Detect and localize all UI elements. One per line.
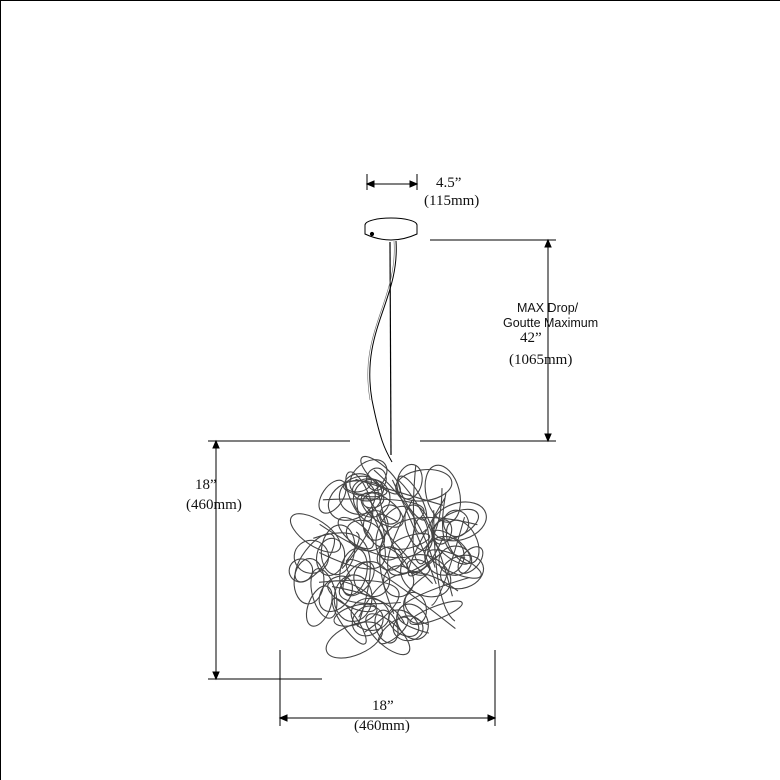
glass-strand [355,478,444,506]
glass-loop-ball [288,455,487,659]
glass-strand [375,479,445,573]
glass-loop [294,533,336,583]
canopy-width-metric: (115mm) [424,193,480,209]
max-drop-metric: (1065mm) [509,352,573,368]
canopy [364,217,418,241]
glass-loop [337,516,374,550]
glass-strand [318,510,386,570]
glass-strand [412,464,427,534]
fixture-width-imperial: 18” [372,698,394,714]
glass-loop [377,616,409,645]
glass-strand [358,571,459,618]
canopy-width-imperial: 4.5” [436,175,462,191]
glass-strand [338,574,401,605]
glass-strand [397,576,470,634]
glass-strand [345,559,456,630]
fixture-width-dimension [278,650,497,726]
glass-loop [445,519,480,564]
glass-strand [318,579,400,633]
max-drop-caption-line1: MAX Drop/ [517,301,579,315]
glass-loop [289,513,342,553]
glass-strand [433,510,456,622]
glass-loop [327,479,376,521]
glass-strand [379,516,478,615]
glass-strand [387,499,443,576]
glass-strand [404,573,429,626]
glass-loop [310,568,338,619]
glass-loop [351,605,384,637]
glass-loop [409,600,463,626]
glass-loop [318,479,347,514]
fixture-height-dimension [208,439,350,681]
glass-loop [352,478,391,518]
glass-strand [319,488,443,559]
glass-loop [325,621,383,659]
glass-loop [305,585,333,627]
glass-strand [376,513,433,584]
glass-loop [382,565,415,598]
glass-loop [342,480,388,498]
glass-loop [439,554,485,590]
glass-strand [441,491,466,559]
dimension-lines [208,174,556,726]
max-drop-caption-line2: Goutte Maximum [503,316,599,330]
fixture-height-metric: (460mm) [186,497,242,513]
glass-strand [345,531,360,562]
fixture-width-metric: (460mm) [354,718,410,734]
glass-loop [333,603,378,627]
glass-loop [344,473,372,493]
glass-loop [288,558,314,583]
suspension-cable [367,240,397,463]
glass-loop [331,597,367,645]
glass-loop [318,575,353,613]
glass-loop [424,464,462,523]
glass-loop [397,475,428,521]
glass-strand [313,532,371,627]
canopy-width-dimension [365,174,419,190]
fixture-height-imperial: 18” [195,477,217,493]
glass-loop [342,561,375,597]
max-drop-imperial: 42” [520,330,542,346]
glass-loop [362,510,389,541]
max-drop-dimension [420,238,556,443]
glass-loop [443,509,470,538]
glass-strand [373,469,436,568]
glass-loop [392,615,424,642]
glass-strand [397,478,453,597]
glass-loop [293,539,330,574]
glass-loop [365,613,411,656]
glass-strand [341,506,372,569]
glass-strand [391,479,437,585]
glass-strand [331,586,405,624]
